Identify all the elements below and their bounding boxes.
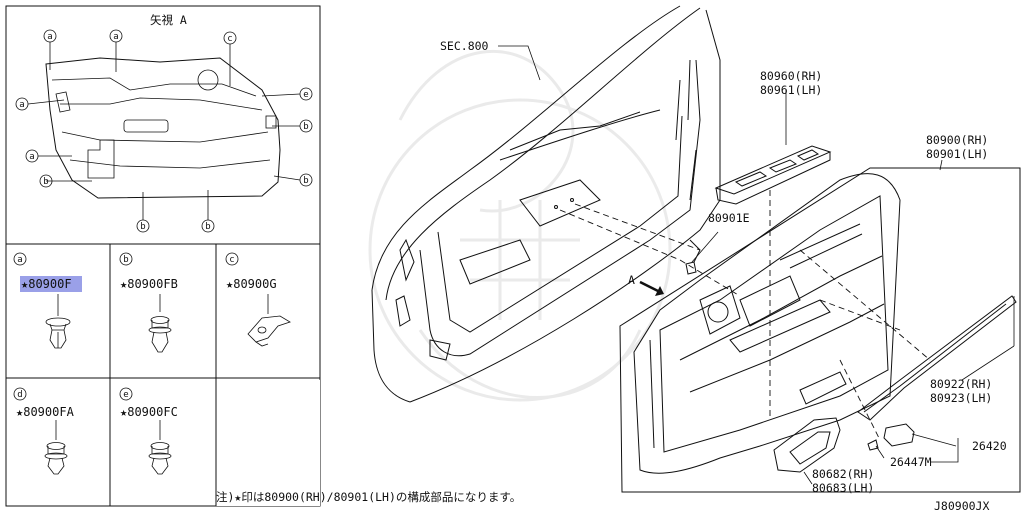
trim-back-outline — [45, 57, 281, 199]
label-sec800: SEC.800 — [440, 39, 489, 53]
part-number-c[interactable]: ★80900G — [226, 277, 277, 291]
svg-text:a: a — [17, 255, 22, 265]
door-shell — [371, 5, 721, 403]
clip-d-icon — [44, 442, 68, 475]
window-switch — [714, 90, 832, 205]
clip-e-icon — [148, 442, 172, 475]
part-number-d[interactable]: ★80900FA — [16, 405, 75, 419]
part-number-b[interactable]: ★80900FB — [120, 277, 178, 291]
clip-b-icon — [148, 316, 172, 353]
label-garnish-rh: 80922(RH) — [930, 377, 992, 391]
door-trim — [633, 173, 901, 474]
label-trim-lh: 80901(LH) — [926, 147, 988, 161]
view-a-panel: 矢視 A a a c a e b a b b b b — [5, 5, 321, 245]
svg-text:e: e — [123, 390, 128, 400]
diagram-code: J80900JX — [934, 499, 989, 511]
label-trim-rh: 80900(RH) — [926, 133, 988, 147]
view-a-title: 矢視 A — [150, 13, 187, 27]
label-switch-lh: 80961(LH) — [760, 83, 822, 97]
svg-text:c: c — [229, 255, 234, 265]
view-callout-a: a — [19, 100, 24, 110]
view-callout-b: b — [140, 222, 145, 232]
view-callout-b: b — [303, 176, 308, 186]
label-bulb: 26447M — [890, 455, 932, 469]
label-garnish-lh: 80923(LH) — [930, 391, 992, 405]
label-pull-rh: 80682(RH) — [812, 467, 874, 481]
part-cell-c[interactable]: c ★80900G — [225, 252, 291, 347]
view-callout-a: a — [113, 32, 118, 42]
svg-text:d: d — [17, 390, 22, 400]
projection-lines — [559, 190, 931, 441]
garnish-strip — [857, 295, 1017, 421]
lamp-26420 — [867, 423, 957, 459]
label-pull-lh: 80683(LH) — [812, 481, 874, 495]
view-arrow-a: A — [628, 273, 664, 296]
svg-text:b: b — [123, 255, 128, 265]
part-number-a[interactable]: ★80900F — [21, 277, 72, 291]
leader-lines — [498, 45, 1015, 463]
part-number-e[interactable]: ★80900FC — [120, 405, 178, 419]
view-callout-b: b — [205, 222, 210, 232]
parts-table — [5, 243, 321, 507]
trim-detail-box — [619, 167, 1021, 493]
part-cell-a[interactable]: a ★80900F — [13, 252, 82, 349]
watermark-seal — [368, 49, 672, 402]
clip-80901e — [685, 231, 719, 275]
part-cell-d[interactable]: d ★80900FA — [13, 387, 75, 475]
view-callout-b: b — [303, 122, 308, 132]
view-callout-a: a — [47, 32, 52, 42]
svg-text:A: A — [628, 273, 635, 287]
selected-highlight — [20, 276, 82, 292]
label-switch-rh: 80960(RH) — [760, 69, 822, 83]
pull-handle — [773, 417, 841, 485]
label-clip: 80901E — [708, 211, 750, 225]
view-callout-b: b — [43, 177, 48, 187]
part-cell-e[interactable]: e ★80900FC — [119, 387, 178, 475]
clip-c-icon — [247, 315, 291, 347]
view-callout-c: c — [227, 34, 232, 44]
view-callout-e: e — [303, 90, 308, 100]
label-lamp: 26420 — [972, 439, 1007, 453]
part-cell-b[interactable]: b ★80900FB — [119, 252, 178, 353]
view-callout-a: a — [29, 152, 34, 162]
clip-a-icon — [45, 317, 71, 349]
footnote: 注)★印は80900(RH)/80901(LH)の構成部品になります。 — [216, 490, 521, 504]
